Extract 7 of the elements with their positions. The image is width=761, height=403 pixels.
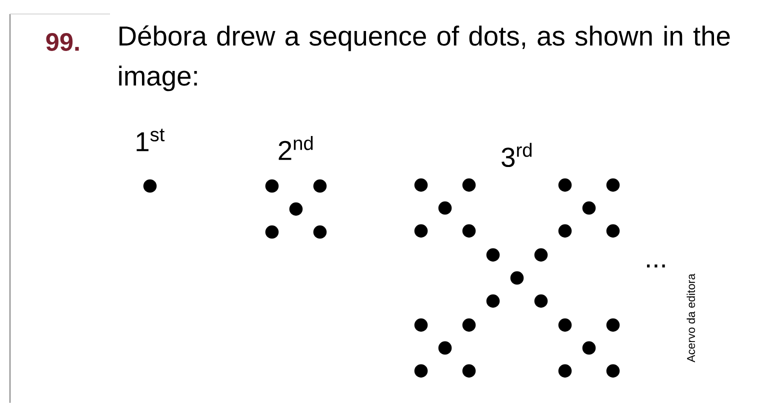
figure-label: 2$^{nd}$	[278, 136, 313, 160]
question-text: Débora drew a sequence of dots, as shown in the image:	[119, 25, 730, 92]
figure-label: 3$^{rd}$	[502, 142, 532, 168]
question-number: 99.	[46, 33, 79, 52]
figure-label: 1$^{st}$	[136, 128, 165, 152]
ellipsis: ...	[647, 264, 665, 268]
image-credit: Acervo da editora	[686, 274, 696, 362]
